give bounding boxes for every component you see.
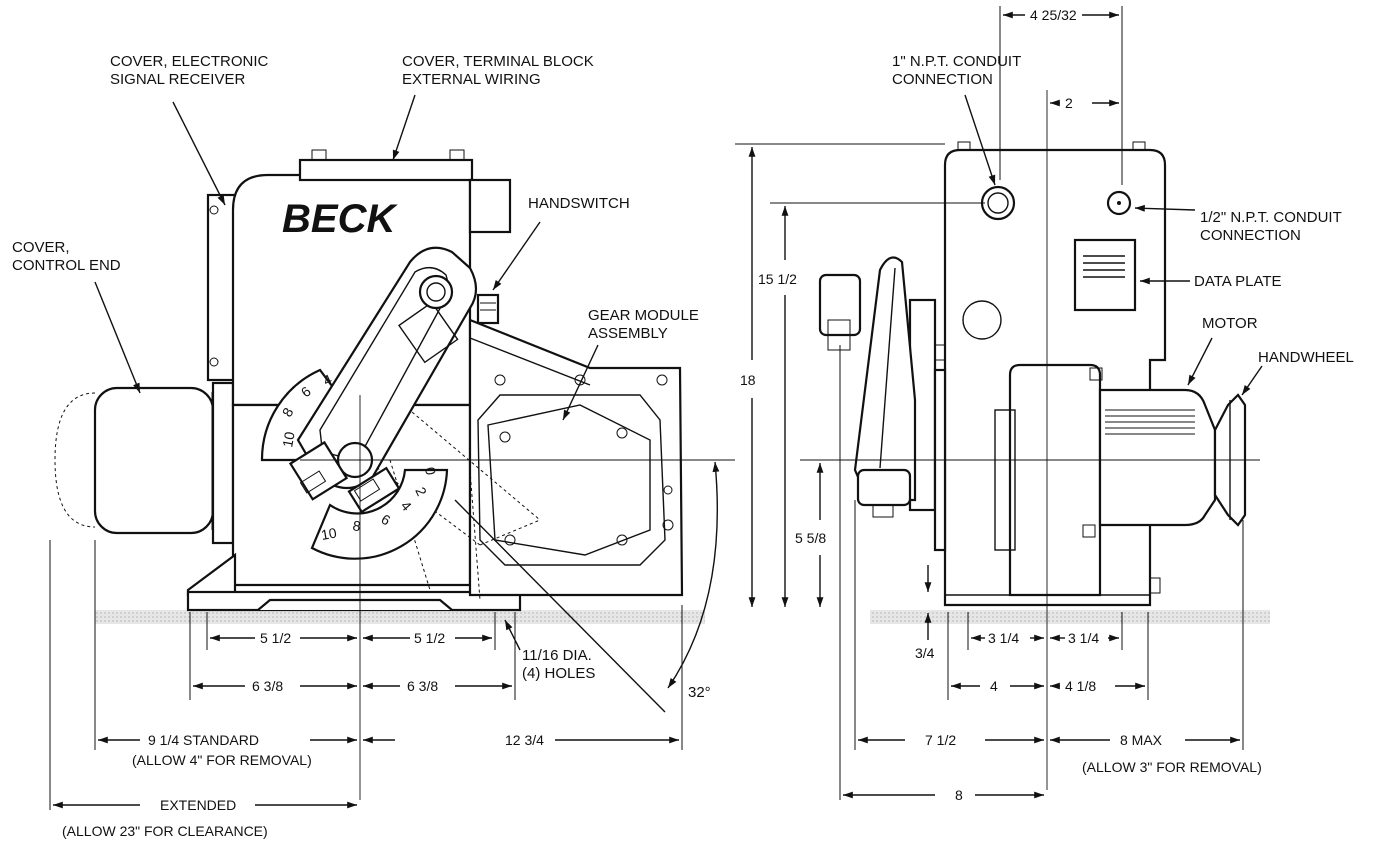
dim-5-5-8: 5 5/8 [795, 530, 826, 546]
label-gear-module-1: GEAR MODULE [588, 307, 699, 324]
label-cover-electronic-1: COVER, ELECTRONIC [110, 53, 269, 70]
dim-5-1-2-left: 5 1/2 [260, 630, 291, 646]
dim-5-1-2-right: 5 1/2 [414, 630, 445, 646]
dim-2: 2 [1065, 95, 1073, 111]
dim-9-1-4-standard: 9 1/4 STANDARD [148, 732, 259, 748]
label-conduit-1in-1: 1" N.P.T. CONDUIT [892, 53, 1021, 70]
side-view-labels: COVER, ELECTRONIC SIGNAL RECEIVER COVER,… [12, 53, 711, 701]
ground-band-right [870, 610, 1270, 624]
dim-8-max-note: (ALLOW 3" FOR REMOVAL) [1082, 759, 1262, 775]
dim-3-1-4-right: 3 1/4 [1068, 630, 1099, 646]
dim-12-3-4: 12 3/4 [505, 732, 544, 748]
brand-logo: BECK [282, 197, 398, 241]
dim-extended-note: (ALLOW 23" FOR CLEARANCE) [62, 823, 268, 839]
dim-18: 18 [740, 372, 756, 388]
scale-number: 0 [422, 466, 439, 477]
front-view-dimensions: 4 25/32 2 18 15 1/2 5 5/8 3/4 3 1/4 3 1/… [735, 6, 1262, 803]
label-data-plate: DATA PLATE [1194, 273, 1282, 290]
label-holes-1: 11/16 DIA. [522, 647, 592, 664]
ground-band-left [95, 610, 705, 624]
label-handswitch: HANDSWITCH [528, 195, 630, 212]
dim-3-1-4-left: 3 1/4 [988, 630, 1019, 646]
label-cover-terminal-1: COVER, TERMINAL BLOCK [402, 53, 594, 70]
dim-4: 4 [990, 678, 998, 694]
label-angle: 32° [688, 684, 711, 701]
label-gear-module-2: ASSEMBLY [588, 325, 668, 342]
label-conduit-half-2: CONNECTION [1200, 227, 1301, 244]
label-motor: MOTOR [1202, 315, 1258, 332]
side-view [54, 149, 735, 800]
dim-6-3-8-left: 6 3/8 [252, 678, 283, 694]
scale-number: 10 [279, 430, 297, 448]
label-cover-control-2: CONTROL END [12, 257, 121, 274]
label-holes-2: (4) HOLES [522, 665, 595, 682]
dim-extended: EXTENDED [160, 797, 236, 813]
scale-number: 10 [320, 524, 338, 542]
dim-9-1-4-note: (ALLOW 4" FOR REMOVAL) [132, 752, 312, 768]
label-cover-control-1: COVER, [12, 239, 70, 256]
label-cover-terminal-2: EXTERNAL WIRING [402, 71, 541, 88]
label-conduit-1in-2: CONNECTION [892, 71, 993, 88]
dim-3-4: 3/4 [915, 645, 935, 661]
front-view [800, 90, 1260, 790]
dim-4-25-32: 4 25/32 [1030, 7, 1077, 23]
dim-8: 8 [955, 787, 963, 803]
dim-15-1-2: 15 1/2 [758, 271, 797, 287]
dim-8-max: 8 MAX [1120, 732, 1163, 748]
label-conduit-half-1: 1/2" N.P.T. CONDUIT [1200, 209, 1342, 226]
dim-6-3-8-right: 6 3/8 [407, 678, 438, 694]
label-handwheel: HANDWHEEL [1258, 349, 1354, 366]
dim-4-1-8: 4 1/8 [1065, 678, 1096, 694]
label-cover-electronic-2: SIGNAL RECEIVER [110, 71, 245, 88]
dim-7-1-2: 7 1/2 [925, 732, 956, 748]
front-view-labels: 1" N.P.T. CONDUIT CONNECTION 1/2" N.P.T.… [892, 53, 1354, 396]
scale-number: 8 [351, 517, 362, 534]
side-view-dimensions: 5 1/2 5 1/2 6 3/8 6 3/8 9 1/4 STANDARD (… [49, 540, 683, 839]
